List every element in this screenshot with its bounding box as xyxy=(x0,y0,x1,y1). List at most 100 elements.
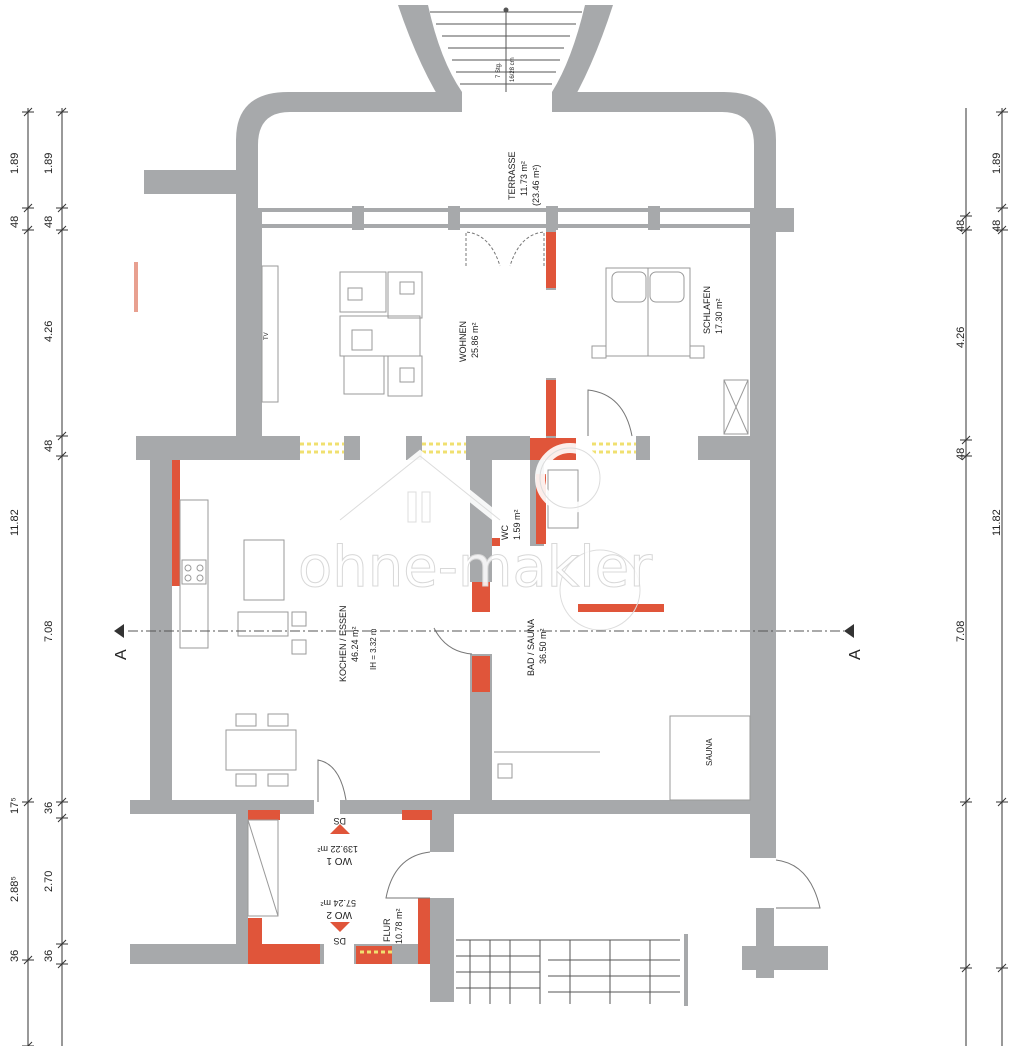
unit-labels: DS WO 1 139.22 m² 57.24 m² WO 2 DS xyxy=(317,816,358,946)
dimension-tick-slash xyxy=(57,939,67,949)
tv-label: TV xyxy=(264,332,270,340)
room-kochen: KOCHEN / ESSEN 46.24 m² IH = 3.32 m xyxy=(338,605,378,682)
watermark: ohne-makler xyxy=(298,443,654,601)
kochen-name: KOCHEN / ESSEN xyxy=(338,605,348,682)
room-schlafen: SCHLAFEN 17.30 m² xyxy=(702,286,724,334)
room-bad: BAD / SAUNA 36.50 m² SAUNA xyxy=(526,619,714,766)
dimension-tick-slash xyxy=(57,107,67,117)
new-walls xyxy=(172,232,664,964)
wohnen-name: WOHNEN xyxy=(458,321,468,362)
dimension-tick-slash xyxy=(961,963,971,973)
sauna-name: SAUNA xyxy=(705,738,714,766)
room-wc: WC 1.59 m² xyxy=(500,509,522,540)
flur-name: FLUR xyxy=(382,918,392,942)
schlafen-name: SCHLAFEN xyxy=(702,286,712,334)
edge-marker xyxy=(134,262,138,312)
doors xyxy=(317,231,821,909)
dim-ri-1: 4.26 xyxy=(955,327,967,348)
wo1-name: WO 1 xyxy=(326,855,352,866)
main-staircase xyxy=(456,939,680,1004)
dimension-tick-slash xyxy=(961,435,971,445)
wc-name: WC xyxy=(500,525,510,540)
dimension-tick-slash xyxy=(57,797,67,807)
furniture-living xyxy=(261,265,423,403)
dimension-tick-slash xyxy=(997,225,1007,235)
dimension-tick-slash xyxy=(27,1041,33,1046)
schlafen-area: 17.30 m² xyxy=(714,298,724,334)
dimension-tick-slash xyxy=(57,225,67,235)
section-mark-right: A xyxy=(847,649,864,660)
dim-ri-0: 48 xyxy=(955,220,967,232)
dim-ro-2: 11.82 xyxy=(991,509,1003,536)
flur-area: 10.78 m² xyxy=(394,908,404,944)
dimension-ticks xyxy=(22,107,1008,1046)
kochen-height: IH = 3.32 m xyxy=(369,628,378,670)
bad-area: 36.50 m² xyxy=(538,628,548,664)
terrace-stairs xyxy=(430,7,582,92)
terrasse-area-alt: (23.46 m²) xyxy=(531,164,541,206)
dimension-tick-slash xyxy=(57,203,67,213)
stairs-steps-label: 7 Stg. xyxy=(496,62,502,78)
dimension-tick-slash xyxy=(57,451,67,461)
dimension-tick-slash xyxy=(997,107,1007,117)
dim-li-3: 48 xyxy=(43,440,55,452)
dim-lo-1: 48 xyxy=(9,216,21,228)
room-terrasse: TERRASSE 11.73 m² (23.46 m²) xyxy=(507,151,541,206)
dim-ro-0: 1.89 xyxy=(991,153,1003,174)
furniture-bath xyxy=(494,469,751,801)
dim-li-2: 4.26 xyxy=(43,321,55,342)
dim-ri-3: 7.08 xyxy=(955,621,967,642)
walls xyxy=(130,5,828,1006)
dimension-lines xyxy=(27,108,1003,1046)
dimension-tick-slash xyxy=(57,431,67,441)
dimension-tick-slash xyxy=(997,797,1007,807)
dim-lo-3: 17⁵ xyxy=(9,797,21,814)
ds-label-top: DS xyxy=(333,816,346,826)
dim-lo-5: 36 xyxy=(9,950,21,962)
dim-ri-2: 48 xyxy=(955,448,967,460)
stairs-size-label: 16/28 cm xyxy=(510,57,516,82)
dimension-tick-slash xyxy=(961,225,971,235)
furniture-bedroom xyxy=(591,267,749,435)
dim-lo-2: 11.82 xyxy=(9,509,21,536)
wohnen-area: 25.86 m² xyxy=(470,322,480,358)
dim-li-1: 48 xyxy=(43,216,55,228)
dimension-tick-slash xyxy=(997,963,1007,973)
dimension-tick-slash xyxy=(961,451,971,461)
room-wohnen: WOHNEN 25.86 m² xyxy=(458,321,480,362)
dim-li-5: 36 xyxy=(43,802,55,814)
dimension-tick-slash xyxy=(57,959,67,969)
left-inner-dims: 1.89 48 4.26 48 7.08 36 2.70 36 xyxy=(43,153,55,962)
dimension-tick-slash xyxy=(23,797,33,807)
kochen-area: 46.24 m² xyxy=(350,626,360,662)
shaft xyxy=(247,819,279,917)
right-outer-dims: 1.89 48 11.82 xyxy=(991,153,1003,536)
dim-li-6: 2.70 xyxy=(43,871,55,892)
dim-li-7: 36 xyxy=(43,950,55,962)
bad-name: BAD / SAUNA xyxy=(526,619,536,676)
terrasse-name: TERRASSE xyxy=(507,151,517,200)
dim-lo-4: 2.88⁵ xyxy=(9,876,21,902)
section-line: A A xyxy=(113,624,864,660)
dimension-tick-slash xyxy=(997,203,1007,213)
ds-label-bottom: DS xyxy=(333,936,346,946)
left-outer-dims: 1.89 48 11.82 17⁵ 2.88⁵ 36 xyxy=(9,153,21,962)
room-flur: FLUR 10.78 m² xyxy=(382,908,404,944)
terrasse-area: 11.73 m² xyxy=(519,161,529,196)
dimension-tick-slash xyxy=(23,955,33,965)
wo2-area: 57.24 m² xyxy=(320,898,356,908)
section-mark-left: A xyxy=(113,649,130,660)
dim-lo-0: 1.89 xyxy=(9,153,21,174)
dim-li-0: 1.89 xyxy=(43,153,55,174)
wc-area: 1.59 m² xyxy=(512,509,522,540)
dimension-tick-slash xyxy=(23,225,33,235)
dim-li-4: 7.08 xyxy=(43,621,55,642)
watermark-text: ohne-makler xyxy=(298,535,653,600)
dimension-tick-slash xyxy=(961,797,971,807)
wo2-name: WO 2 xyxy=(326,909,352,920)
right-inner-dims: 48 4.26 48 7.08 xyxy=(955,220,967,642)
wo1-area: 139.22 m² xyxy=(317,844,358,854)
furniture-kitchen xyxy=(179,499,307,787)
ds-arrow-bottom xyxy=(330,922,350,932)
dim-ro-1: 48 xyxy=(991,220,1003,232)
